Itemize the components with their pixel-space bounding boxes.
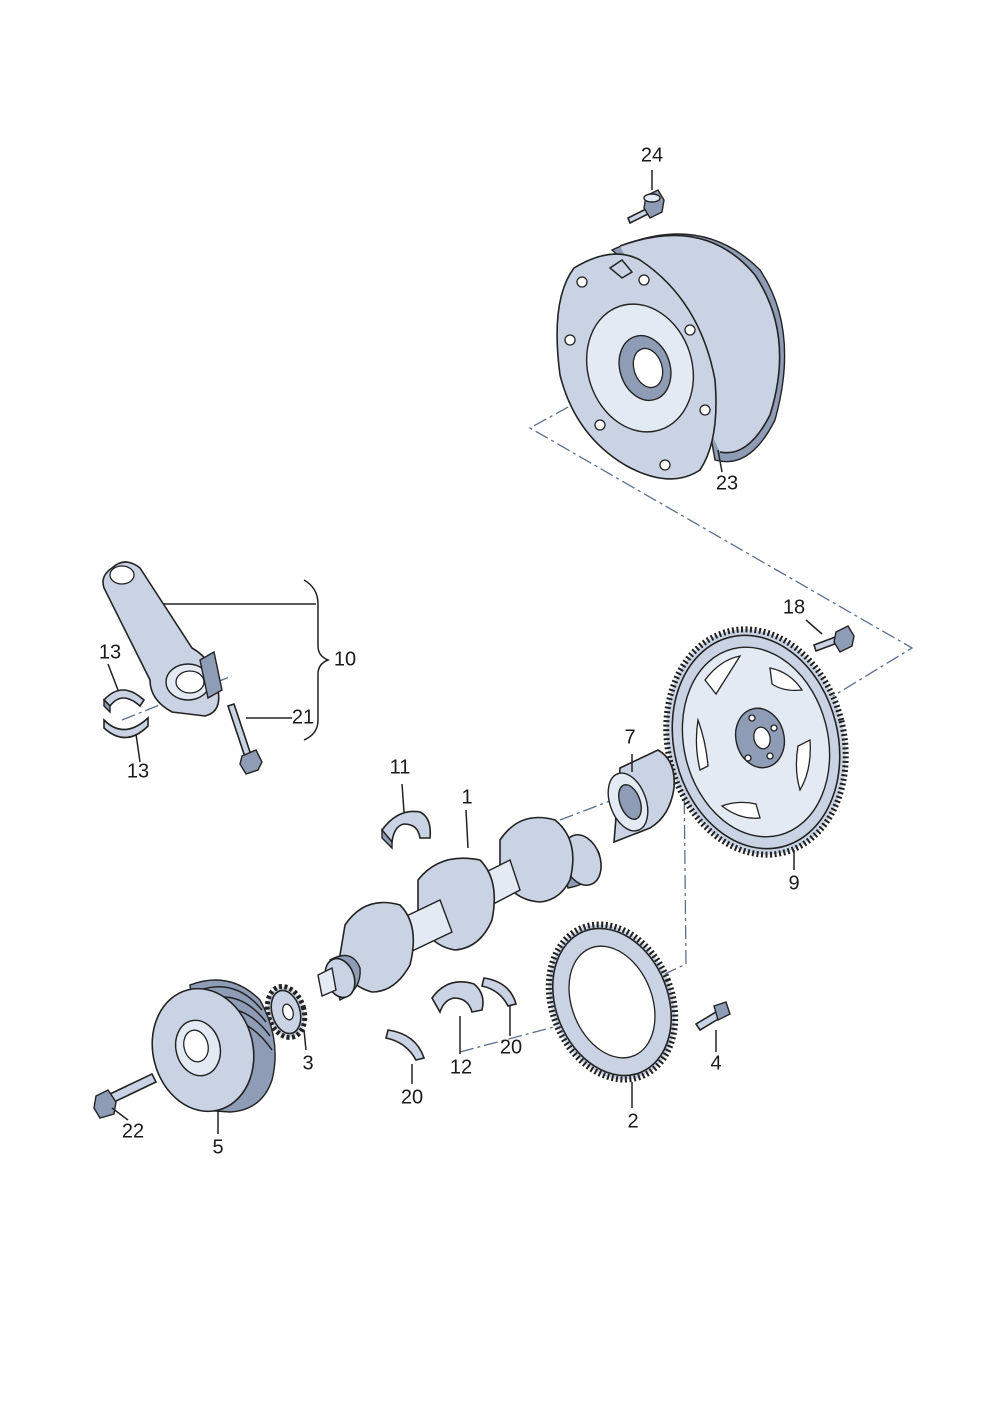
bolt-22-shape (93, 1072, 158, 1119)
label-11: 11 (389, 756, 411, 779)
label-18: 18 (782, 596, 806, 619)
bolt-4-shape (694, 1001, 731, 1032)
bearing-shell-11-shape (380, 810, 432, 850)
leader-lines (107, 170, 823, 1134)
label-20-upper: 20 (499, 1036, 523, 1059)
label-3: 3 (302, 1052, 314, 1075)
bearing-7-shape (607, 749, 675, 844)
housing-23-shape (556, 233, 786, 480)
label-4: 4 (710, 1052, 722, 1075)
bolt-18-shape (812, 625, 855, 653)
label-12: 12 (449, 1056, 473, 1079)
label-9: 9 (788, 872, 800, 895)
label-7: 7 (624, 726, 636, 749)
bearing-shells-13-shape (102, 689, 149, 739)
label-22: 22 (121, 1120, 145, 1143)
sprocket-3-shape (264, 984, 308, 1040)
connecting-rod-10-shape (102, 561, 223, 717)
damper-5-shape (151, 979, 276, 1113)
label-1: 1 (461, 786, 473, 809)
label-21: 21 (291, 706, 315, 729)
label-23: 23 (715, 472, 739, 495)
label-13-bottom: 13 (126, 760, 150, 783)
label-13-top: 13 (98, 641, 122, 664)
flywheel-9-shape (663, 626, 849, 858)
thrust-washers-shape (385, 977, 517, 1061)
bolt-24-shape (626, 189, 665, 225)
label-2: 2 (627, 1110, 639, 1133)
sender-wheel-2-shape (545, 921, 679, 1083)
label-10: 10 (333, 648, 357, 671)
crankshaft-1-shape (317, 816, 602, 1001)
label-5: 5 (212, 1136, 224, 1159)
label-24: 24 (640, 144, 664, 167)
label-20-lower: 20 (400, 1086, 424, 1109)
bolt-21-shape (226, 702, 263, 775)
